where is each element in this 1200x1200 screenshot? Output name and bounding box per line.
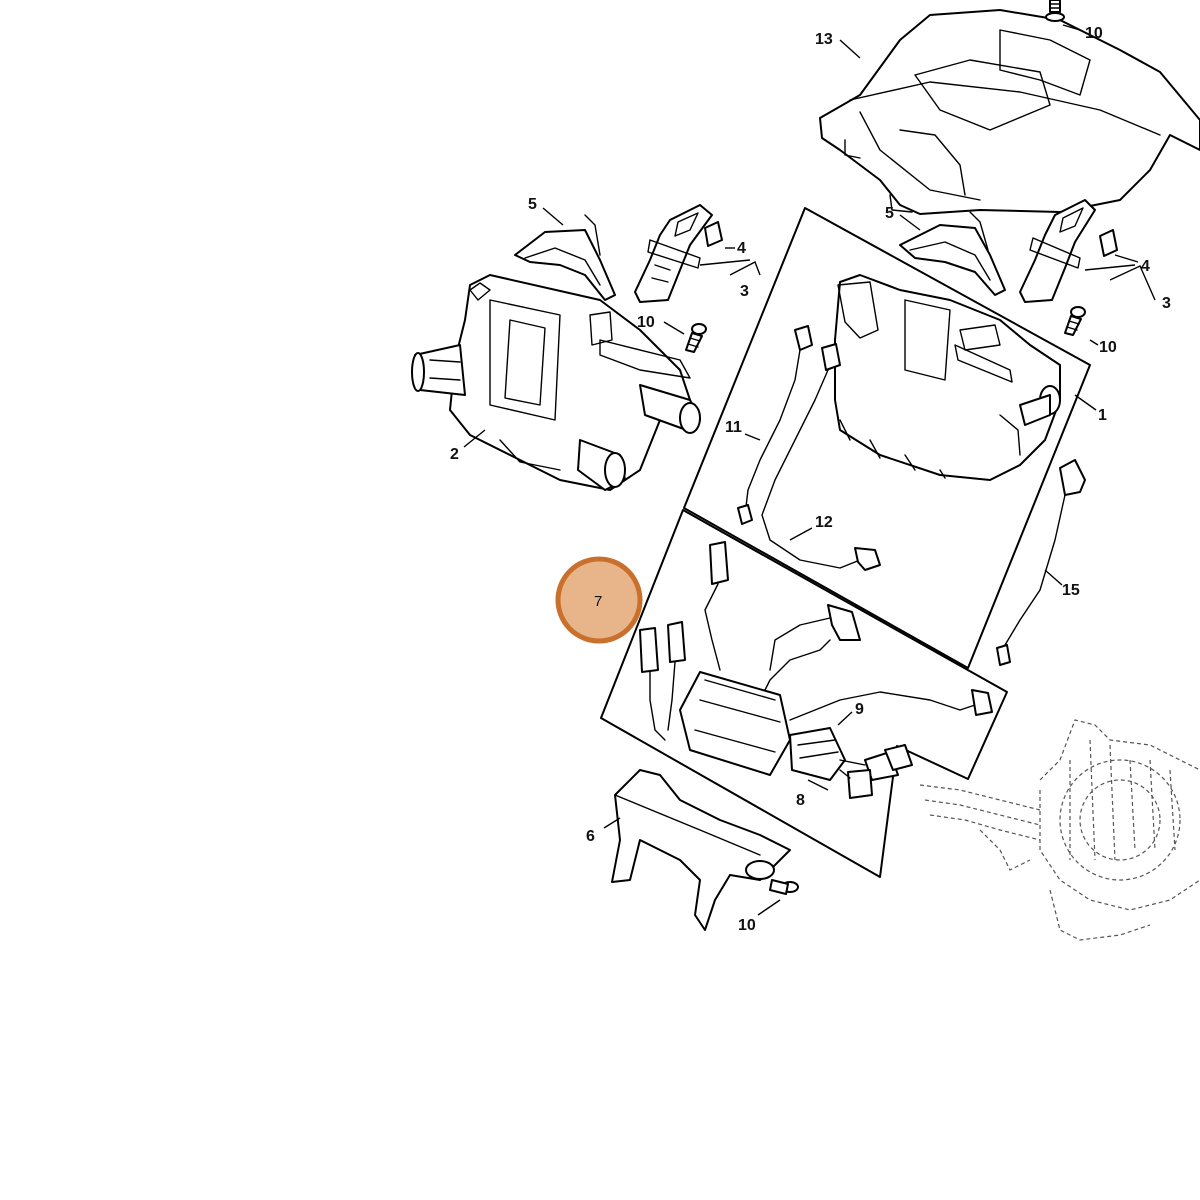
- callout-6[interactable]: 6: [586, 828, 595, 845]
- callout-15[interactable]: 15: [1062, 582, 1080, 599]
- part-1-housing-right: [834, 274, 1061, 481]
- part-10-screw-a: [685, 323, 707, 353]
- callout-9[interactable]: 9: [855, 701, 864, 718]
- part-7-harness: [639, 541, 861, 741]
- group-box-right: [683, 207, 1091, 669]
- part-2-housing-left: [411, 274, 701, 491]
- ghosted-motor: [919, 719, 1200, 941]
- callout-1[interactable]: 1: [1098, 407, 1107, 424]
- part-9-regulator: [789, 727, 913, 799]
- part-13-handle-housing: [819, 0, 1200, 215]
- part-15-switch: [996, 459, 1086, 666]
- callout-5-left[interactable]: 5: [528, 196, 537, 213]
- part-8-module: [679, 671, 993, 776]
- callout-3-right[interactable]: 3: [1162, 295, 1171, 312]
- callout-10-bottom[interactable]: 10: [738, 917, 756, 934]
- part-12-cable: [761, 343, 881, 571]
- callout-12[interactable]: 12: [815, 514, 833, 531]
- callout-10-top[interactable]: 10: [1085, 25, 1103, 42]
- callout-8[interactable]: 8: [796, 792, 805, 809]
- callout-4-right[interactable]: 4: [1141, 258, 1150, 275]
- callout-7[interactable]: 7: [594, 593, 602, 610]
- highlight-callout-7[interactable]: [555, 556, 643, 644]
- callout-11[interactable]: 11: [725, 419, 742, 436]
- callout-10-left[interactable]: 10: [637, 314, 655, 331]
- part-3-lever-right: [1019, 199, 1096, 303]
- callout-2[interactable]: 2: [450, 446, 459, 463]
- leader-lines: [463, 24, 1156, 916]
- part-4-cap-left: [704, 221, 723, 247]
- callout-5-right[interactable]: 5: [885, 205, 894, 222]
- callout-10-right[interactable]: 10: [1099, 339, 1117, 356]
- callout-3-left[interactable]: 3: [740, 283, 749, 300]
- part-10-screw-c: [769, 879, 799, 895]
- part-10-screw-b: [1064, 306, 1086, 336]
- part-4-cap-right: [1099, 229, 1118, 257]
- part-6-bracket: [611, 769, 791, 931]
- callout-4-left[interactable]: 4: [737, 240, 746, 257]
- part-5-clip-right: [899, 211, 1006, 296]
- callout-13[interactable]: 13: [815, 31, 833, 48]
- callout-labels: 13 10 5 4 3 10 2 5 4 3 10 1 11 12 15 7 9…: [450, 25, 1171, 934]
- part-11-cable: [737, 325, 813, 525]
- part-5-clip-left: [514, 214, 616, 301]
- part-3-lever-left: [634, 204, 713, 303]
